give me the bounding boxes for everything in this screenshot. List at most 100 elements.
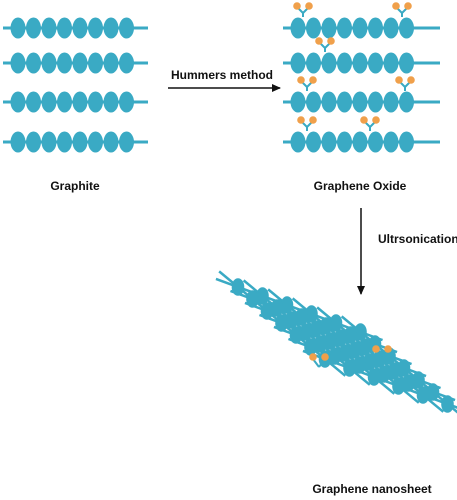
carbon-atom: [368, 52, 383, 74]
graphene-nanosheet-structure: [215, 270, 457, 414]
carbon-atom: [426, 383, 440, 401]
carbon-atom: [324, 332, 337, 350]
carbon-atom: [399, 91, 414, 113]
oxygen-atom: [297, 116, 305, 124]
carbon-atom: [337, 52, 352, 74]
oxygen-atom: [297, 76, 305, 84]
carbon-atom: [26, 131, 41, 153]
carbon-atom: [290, 91, 306, 113]
graphene-nanosheet-label: Graphene nanosheet: [312, 482, 431, 496]
carbon-atom: [41, 91, 57, 113]
carbon-atom: [119, 52, 134, 74]
carbon-atom: [57, 131, 72, 153]
oxygen-atom: [321, 353, 329, 361]
carbon-atom: [103, 91, 119, 113]
carbon-atom: [306, 91, 321, 113]
carbon-atom: [352, 131, 368, 153]
carbon-atom: [402, 374, 415, 392]
carbon-atom: [383, 17, 399, 39]
carbon-atom: [41, 52, 57, 74]
oxygen-atom: [305, 2, 313, 10]
carbon-atom: [10, 91, 26, 113]
carbon-atom: [10, 131, 26, 153]
oxygen-atom: [360, 116, 368, 124]
carbon-atom: [416, 386, 430, 404]
carbon-atom: [344, 326, 357, 344]
oxygen-atom: [404, 2, 412, 10]
carbon-atom: [270, 299, 284, 317]
oxygen-functional-group: [392, 2, 412, 17]
carbon-atom: [88, 17, 103, 39]
carbon-atom: [57, 52, 72, 74]
carbon-atom: [26, 17, 41, 39]
carbon-atom: [367, 368, 381, 386]
carbon-atom: [119, 91, 134, 113]
carbon-atom: [306, 52, 321, 74]
carbon-atom: [363, 353, 376, 371]
carbon-atom: [72, 91, 88, 113]
carbon-atom: [314, 335, 327, 353]
carbon-atom: [275, 314, 288, 332]
carbon-atom: [343, 359, 356, 377]
carbon-atom: [289, 326, 303, 344]
oxygen-functional-group: [309, 353, 329, 368]
carbon-atom: [57, 17, 72, 39]
carbon-atom: [368, 91, 383, 113]
carbon-atom: [26, 52, 41, 74]
carbon-atom: [321, 91, 337, 113]
carbon-atom: [399, 131, 414, 153]
carbon-atom: [295, 308, 308, 326]
carbon-atom: [88, 131, 103, 153]
carbon-atom: [119, 131, 134, 153]
carbon-atom: [246, 290, 259, 308]
carbon-atom: [41, 17, 57, 39]
carbon-atom: [280, 296, 294, 314]
graphite-label: Graphite: [50, 179, 100, 193]
oxygen-atom: [384, 345, 392, 353]
oxygen-atom: [372, 116, 380, 124]
oxygen-atom: [392, 2, 400, 10]
oxygen-functional-group: [360, 116, 380, 131]
carbon-atom: [334, 329, 347, 347]
carbon-atom: [383, 131, 399, 153]
carbon-atom: [383, 91, 399, 113]
carbon-atom: [352, 91, 368, 113]
carbon-atom: [72, 131, 88, 153]
carbon-atom: [72, 52, 88, 74]
carbon-atom: [26, 91, 41, 113]
oxygen-atom: [372, 345, 380, 353]
carbon-atom: [338, 344, 352, 362]
carbon-atom: [260, 302, 274, 320]
carbon-atom: [299, 323, 313, 341]
oxygen-atom: [395, 76, 403, 84]
carbon-atom: [373, 350, 386, 368]
carbon-atom: [57, 91, 72, 113]
carbon-atom: [88, 52, 103, 74]
carbon-atom: [337, 131, 352, 153]
carbon-atom: [383, 52, 399, 74]
carbon-atom: [10, 17, 26, 39]
carbon-atom: [399, 52, 414, 74]
carbon-atom: [119, 17, 134, 39]
carbon-atom: [290, 17, 306, 39]
oxygen-atom: [315, 37, 323, 45]
carbon-atom: [348, 341, 362, 359]
oxygen-atom: [407, 76, 415, 84]
carbon-atom: [305, 305, 318, 323]
carbon-atom: [368, 131, 383, 153]
carbon-atom: [387, 362, 401, 380]
carbon-atom: [103, 17, 119, 39]
carbon-atom: [304, 338, 317, 356]
carbon-atom: [88, 91, 103, 113]
carbon-atom: [290, 131, 306, 153]
oxygen-functional-group: [315, 37, 335, 52]
carbon-atom: [321, 131, 337, 153]
carbon-atom: [309, 320, 323, 338]
carbon-atom: [392, 377, 405, 395]
carbon-atom: [399, 17, 414, 39]
oxygen-functional-group: [372, 345, 392, 360]
hummers-method-label: Hummers method: [171, 68, 273, 82]
carbon-atom: [337, 17, 352, 39]
oxygen-functional-group: [297, 116, 317, 131]
